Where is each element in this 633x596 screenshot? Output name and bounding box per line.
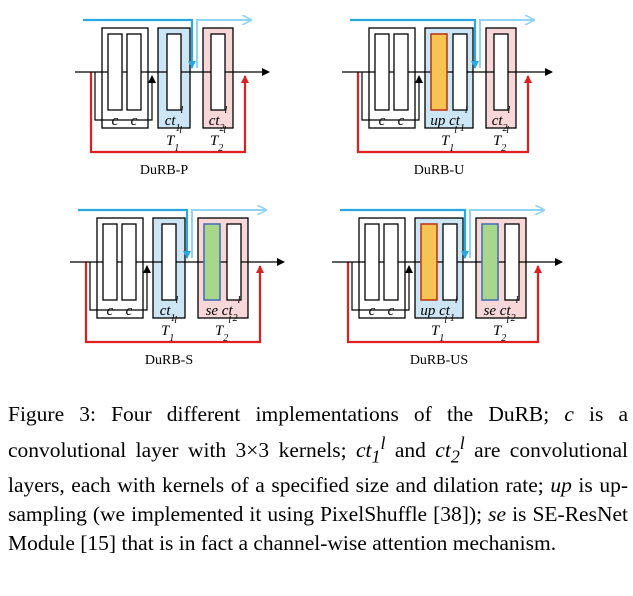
- ct1-layer: [452, 33, 468, 111]
- ct2-label: ct2l: [492, 105, 511, 134]
- inner-residual: [89, 262, 151, 311]
- conv-layer: [374, 33, 390, 111]
- panel-title: DuRB-S: [145, 353, 193, 368]
- caption-ct2: ct2l: [435, 433, 465, 467]
- caption-text-5: is up-sampling (we implemented it using …: [8, 473, 628, 527]
- conv-label: c: [398, 113, 405, 129]
- t2-label: T2l: [493, 125, 509, 154]
- caption-c: c: [564, 402, 574, 426]
- inner-residual: [94, 72, 156, 121]
- conv-layer: [393, 33, 409, 111]
- ct2-layer: [226, 223, 242, 301]
- conv-label: c: [131, 113, 138, 129]
- inner-residual: [361, 72, 423, 121]
- t1-label: T1l: [161, 315, 177, 344]
- inner-residual: [351, 262, 413, 311]
- ct1-layer: [442, 223, 458, 301]
- ct2-layer: [493, 33, 509, 111]
- blue-skip-out: [469, 210, 544, 258]
- conv-label: c: [107, 303, 114, 319]
- panel-title: DuRB-P: [140, 163, 188, 178]
- blue-skip-out: [479, 20, 534, 68]
- t1-label: T1l: [441, 125, 457, 154]
- ct2-label: ct2l: [209, 105, 228, 134]
- conv-label: c: [126, 303, 133, 319]
- ct1-layer: [161, 223, 177, 301]
- ct2-layer: [210, 33, 226, 111]
- t2-label: T2l: [210, 125, 226, 154]
- conv-layer: [107, 33, 123, 111]
- conv-layer: [364, 223, 380, 301]
- blue-skip-in: [340, 208, 469, 259]
- red-skip-connection: [356, 72, 532, 154]
- conv-label: c: [379, 113, 386, 129]
- caption-se: se: [488, 502, 507, 527]
- t2-label: T2l: [493, 315, 509, 344]
- panel-title: DuRB-U: [414, 163, 465, 178]
- t1-label: T1l: [431, 315, 447, 344]
- blue-skip-out: [196, 20, 251, 68]
- conv-label: c: [112, 113, 119, 129]
- panel-title: DuRB-US: [410, 353, 468, 368]
- ct1-label: up ct1l: [420, 295, 458, 324]
- blue-skip-in: [78, 208, 191, 259]
- conv-layer: [126, 33, 142, 111]
- caption-up: up: [550, 473, 572, 498]
- ct1-label: up ct1l: [430, 105, 468, 134]
- conv-layer: [102, 223, 118, 301]
- blue-skip-in: [83, 18, 196, 69]
- se-module-layer: [481, 223, 499, 301]
- caption-text-4: are convolutional layers, each with kern…: [8, 438, 629, 498]
- ct1-layer: [166, 33, 182, 111]
- ct2-label: se ct2l: [206, 295, 241, 324]
- conv-label: c: [388, 303, 395, 319]
- figure-caption: Figure 3: Four different implementations…: [8, 400, 628, 558]
- red-skip-connection: [346, 262, 542, 344]
- blue-skip-in: [350, 18, 479, 69]
- caption-text-1: Figure 3: Four different implementations…: [8, 402, 565, 426]
- red-skip-connection: [89, 72, 249, 154]
- red-skip-connection: [84, 262, 264, 344]
- t2-label: T2l: [215, 315, 231, 344]
- conv-layer: [121, 223, 137, 301]
- conv-layer: [383, 223, 399, 301]
- conv-label: c: [369, 303, 376, 319]
- upsample-layer: [430, 33, 448, 111]
- caption-text-6: is SE-ResNet Module [15] that is in fact…: [8, 502, 628, 556]
- ct2-label: se ct2l: [484, 295, 519, 324]
- t1-label: T1l: [166, 125, 182, 154]
- caption-ct1: ct1l: [356, 433, 386, 467]
- upsample-layer: [420, 223, 438, 301]
- caption-text-2: is a convolutional layer with 3×3 kernel…: [8, 402, 628, 463]
- blue-skip-out: [191, 210, 266, 258]
- ct2-layer: [504, 223, 520, 301]
- ct1-label: ct1l: [165, 105, 184, 134]
- se-module-layer: [203, 223, 221, 301]
- ct1-label: ct1l: [160, 295, 179, 324]
- caption-text-3: and: [385, 438, 436, 463]
